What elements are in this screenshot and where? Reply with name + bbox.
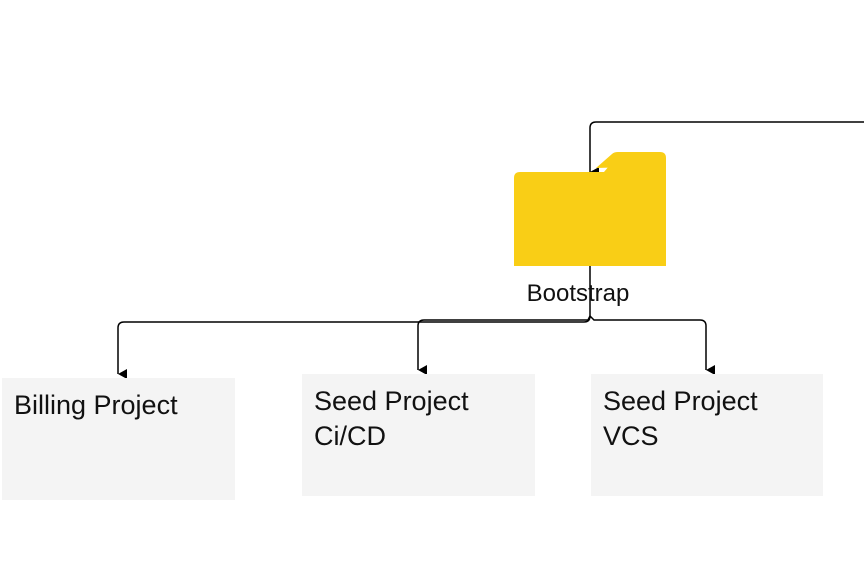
bootstrap-label: Bootstrap [526, 280, 630, 307]
connector-cicd [417, 315, 591, 375]
seed-project-cicd-box[interactable]: Seed Project Ci/CD [302, 374, 535, 496]
seed-project-vcs-box[interactable]: Seed Project VCS [591, 374, 823, 496]
connector-vcs [589, 315, 715, 375]
billing-project-label: Billing Project [14, 390, 178, 420]
billing-project-box[interactable]: Billing Project [2, 378, 235, 500]
connector-billing [117, 266, 591, 379]
seed-project-cicd-label-line2: Ci/CD [314, 421, 386, 451]
incoming-connector [589, 121, 864, 177]
folder-icon [514, 152, 666, 266]
seed-project-cicd-label-line1: Seed Project [314, 386, 469, 416]
seed-project-vcs-label-line1: Seed Project [603, 386, 758, 416]
seed-project-vcs-label-line2: VCS [603, 421, 659, 451]
